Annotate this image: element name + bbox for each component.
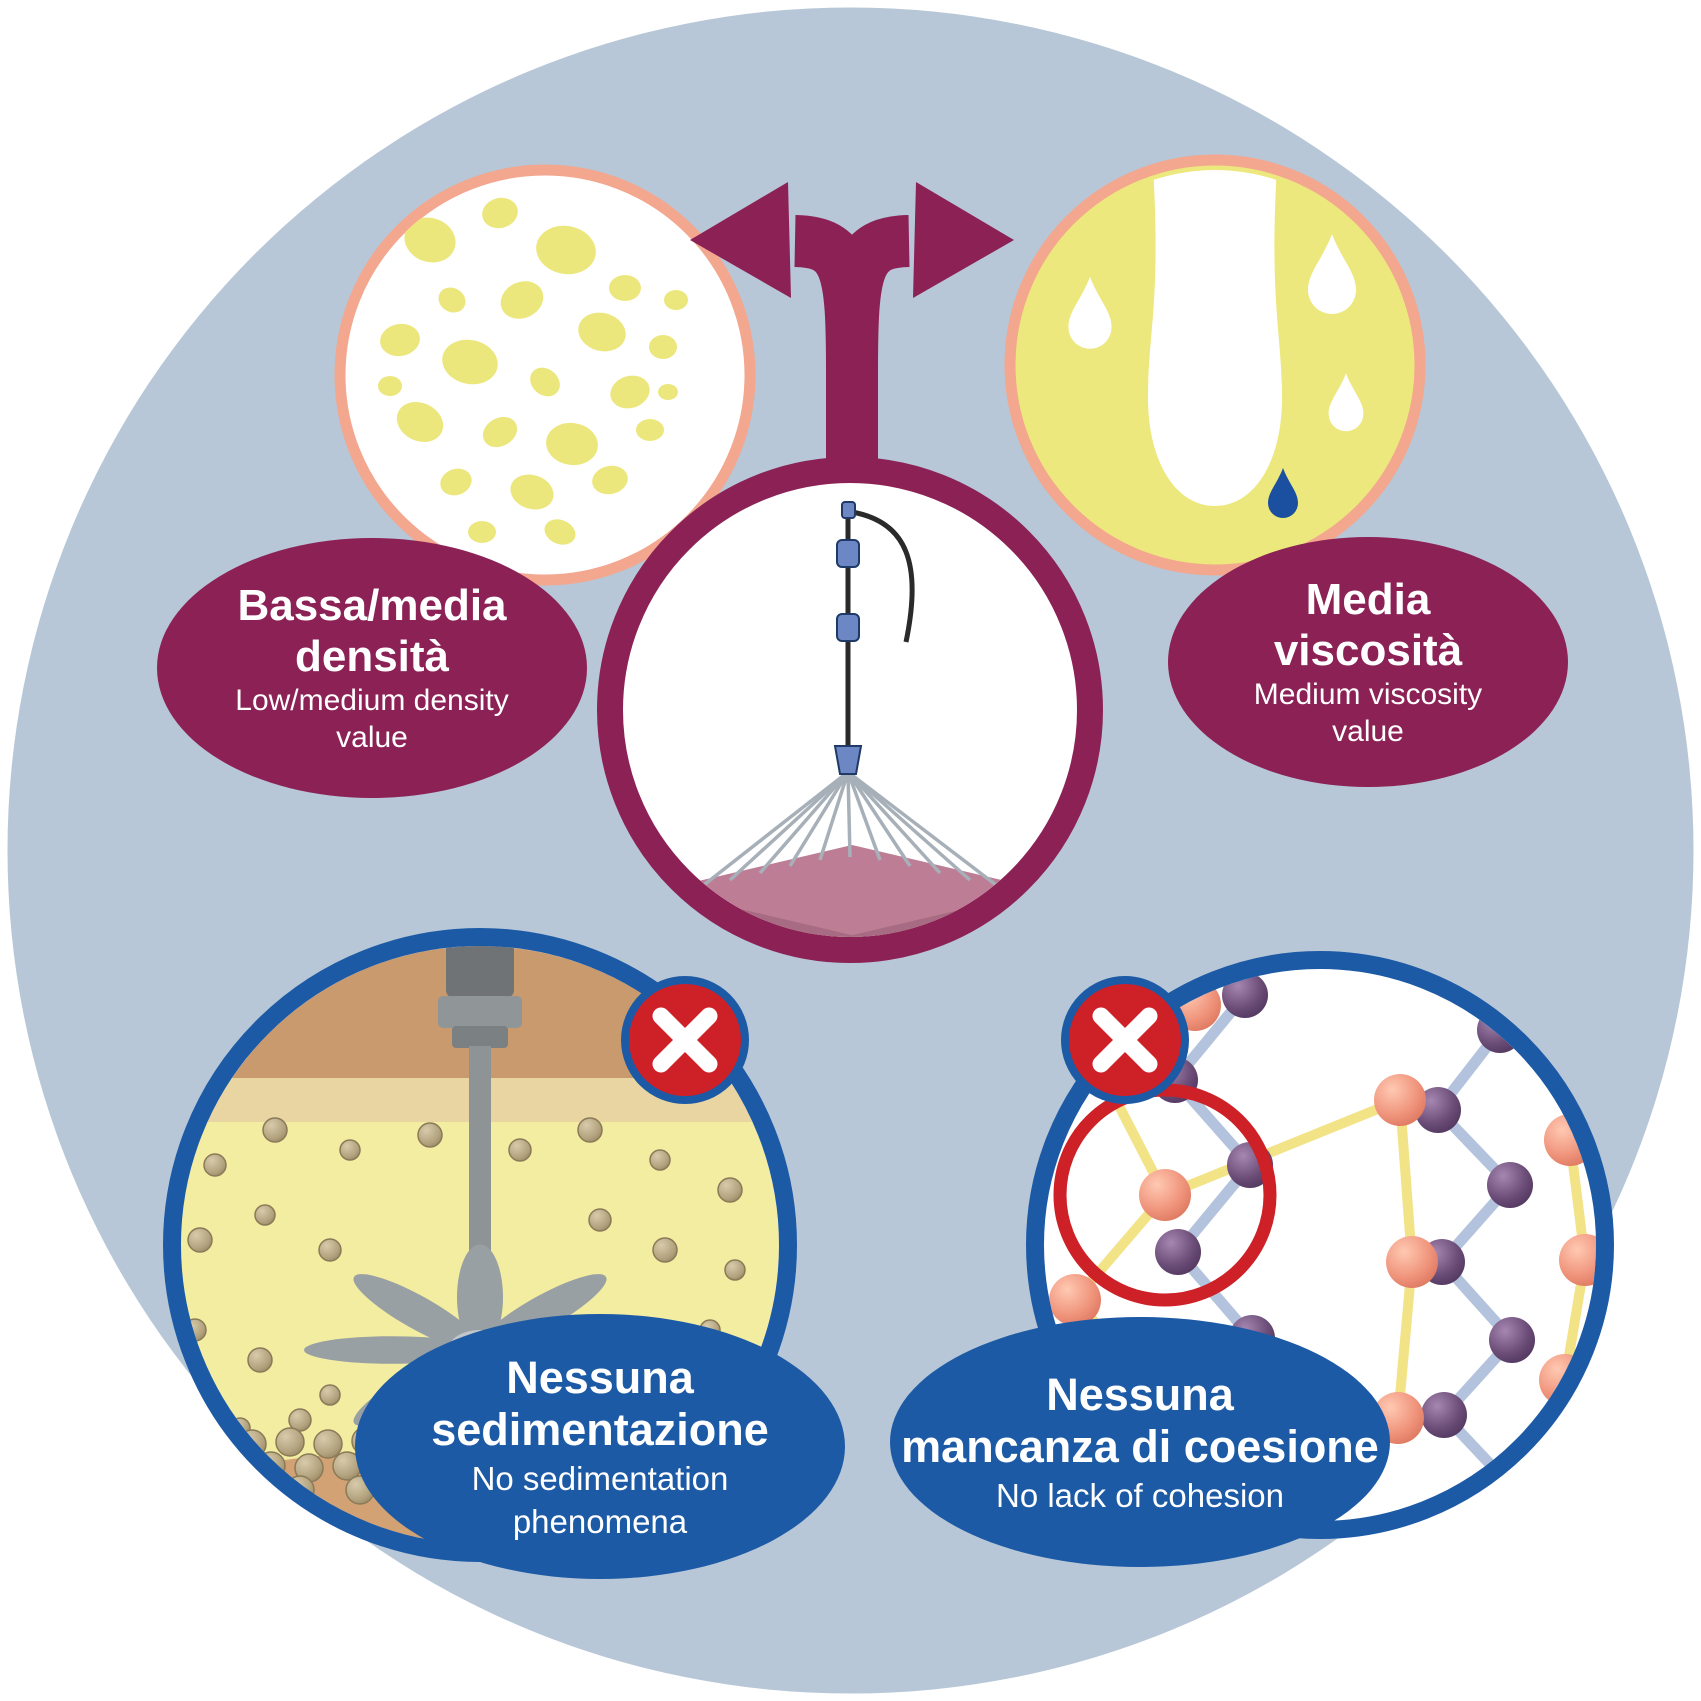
sedimentation-title-line2: sedimentazione <box>431 1404 769 1456</box>
blue-drop-icon <box>1268 468 1298 518</box>
density-title-line1: Bassa/media <box>237 581 507 631</box>
sedimentation-subtitle-line2: phenomena <box>512 1502 688 1540</box>
cohesion-subtitle-line1: No lack of cohesion <box>996 1477 1284 1515</box>
low-density-circle <box>334 164 756 586</box>
cohesion-title-line1: Nessuna <box>1046 1368 1234 1420</box>
x-badge-sedimentation <box>621 976 749 1104</box>
cohesion-title-line2: mancanza di coesione <box>901 1420 1379 1472</box>
viscosity-subtitle-line2: value <box>1332 715 1404 749</box>
cohesion-badge: Nessuna mancanza di coesione No lack of … <box>890 1317 1390 1567</box>
viscosity-badge: Media viscosità Medium viscosity value <box>1168 537 1568 787</box>
drips-group <box>1068 170 1364 518</box>
sedimentation-badge: Nessuna sedimentazione No sedimentation … <box>355 1314 845 1579</box>
sedimentation-title-line1: Nessuna <box>506 1352 694 1404</box>
viscosity-title-line1: Media <box>1305 575 1431 625</box>
sedimentation-subtitle-line1: No sedimentation <box>471 1460 729 1498</box>
density-badge: Bassa/media densità Low/medium density v… <box>157 538 587 798</box>
viscosity-subtitle-line1: Medium viscosity <box>1253 678 1483 712</box>
x-mark-icon <box>652 1007 718 1073</box>
particles-group <box>378 197 688 545</box>
x-mark-icon <box>1092 1007 1158 1073</box>
density-title-line2: densità <box>294 632 450 682</box>
drop-icon <box>1068 276 1112 349</box>
density-subtitle-line2: value <box>336 721 408 755</box>
drop-icon <box>1328 373 1364 432</box>
viscosity-title-line2: viscosità <box>1273 626 1463 676</box>
center-circle <box>597 457 1103 963</box>
drop-icon <box>1308 234 1356 314</box>
density-subtitle-line1: Low/medium density <box>235 684 509 718</box>
viscosity-circle <box>1004 154 1426 576</box>
x-badge-cohesion <box>1061 976 1189 1104</box>
red-highlight-circle <box>1053 1083 1277 1307</box>
branch-arrow-icon <box>690 182 1014 477</box>
